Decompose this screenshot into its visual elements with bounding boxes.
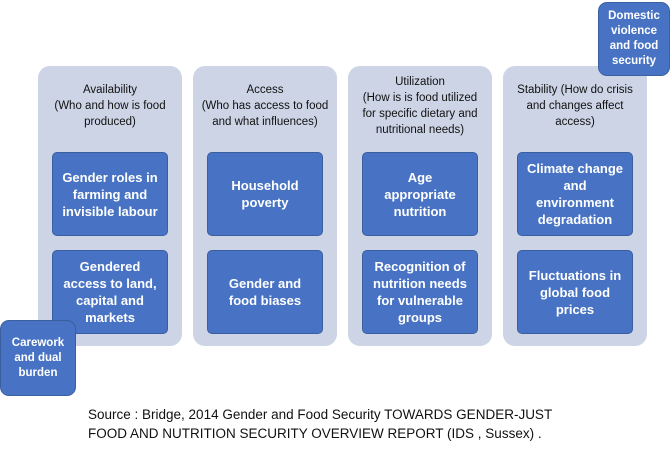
utilization-column: Utilization (How is is food utilized for… bbox=[348, 66, 492, 346]
access-heading: Access (Who has access to food and what … bbox=[201, 84, 329, 128]
food-price-fluctuations-card: Fluctuations in global food prices bbox=[517, 250, 633, 334]
source-caption: Source : Bridge, 2014 Gender and Food Se… bbox=[88, 407, 553, 441]
gendered-access-card: Gendered access to land, capital and mar… bbox=[52, 250, 168, 334]
gender-roles-card: Gender roles in farming and invisible la… bbox=[52, 152, 168, 236]
carework-box: Carework and dual burden bbox=[0, 320, 76, 396]
stability-column: Stability (How do crisis and changes aff… bbox=[503, 66, 647, 346]
access-column: Access (Who has access to food and what … bbox=[193, 66, 337, 346]
age-appropriate-nutrition-card: Age appropriate nutrition bbox=[362, 152, 478, 236]
availability-heading: Availability (Who and how is food produc… bbox=[54, 84, 166, 128]
gender-food-biases-card: Gender and food biases bbox=[207, 250, 323, 334]
utilization-heading: Utilization (How is is food utilized for… bbox=[362, 76, 478, 136]
household-poverty-card: Household poverty bbox=[207, 152, 323, 236]
availability-column: Availability (Who and how is food produc… bbox=[38, 66, 182, 346]
domestic-violence-box: Domestic violence and food security bbox=[598, 2, 670, 76]
climate-change-card: Climate change and environment degradati… bbox=[517, 152, 633, 236]
stability-heading: Stability (How do crisis and changes aff… bbox=[517, 84, 633, 128]
nutrition-needs-card: Recognition of nutrition needs for vulne… bbox=[362, 250, 478, 334]
